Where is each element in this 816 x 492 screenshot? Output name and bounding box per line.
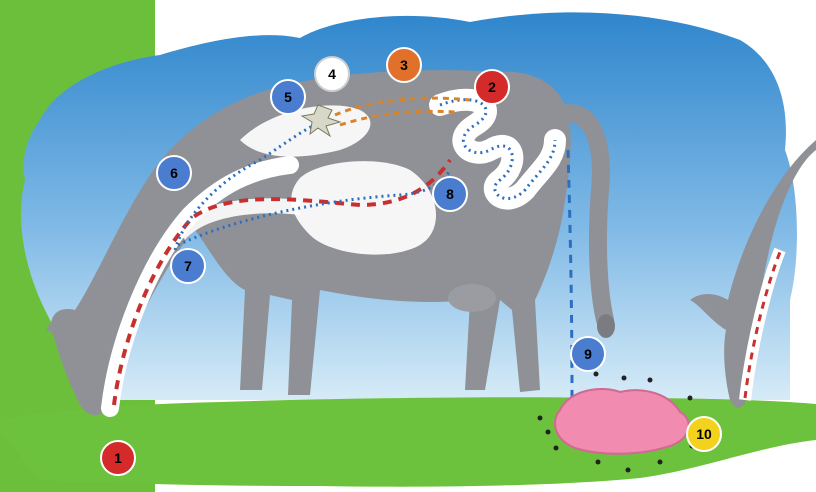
marker-9-label: 9 (584, 346, 592, 362)
marker-4-label: 4 (328, 66, 336, 82)
marker-2-label: 2 (488, 79, 496, 95)
marker-2: 2 (475, 70, 509, 104)
marker-9: 9 (571, 337, 605, 371)
marker-3: 3 (387, 48, 421, 82)
marker-1-label: 1 (114, 450, 122, 466)
marker-5: 5 (271, 80, 305, 114)
cow-udder (448, 284, 496, 312)
marker-6: 6 (157, 156, 191, 190)
marker-8: 8 (433, 177, 467, 211)
marker-10-label: 10 (696, 426, 712, 442)
marker-1: 1 (101, 441, 135, 475)
dung-pile (555, 389, 689, 454)
marker-7: 7 (171, 249, 205, 283)
marker-3-label: 3 (400, 57, 408, 73)
marker-4: 4 (315, 57, 349, 91)
marker-7-label: 7 (184, 258, 192, 274)
marker-10: 10 (687, 417, 721, 451)
marker-5-label: 5 (284, 89, 292, 105)
cow-tail-tuft (597, 314, 615, 338)
marker-6-label: 6 (170, 165, 178, 181)
marker-8-label: 8 (446, 186, 454, 202)
